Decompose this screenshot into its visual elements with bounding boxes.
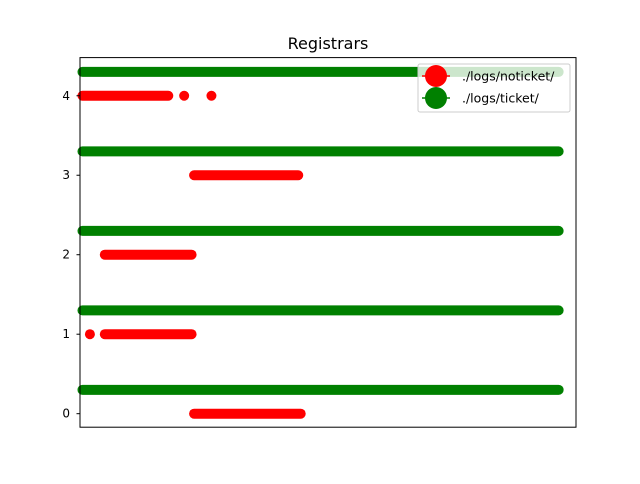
y-tick-label-1: 1 — [62, 327, 70, 341]
y-tick-label-0: 0 — [62, 407, 70, 421]
legend-box — [417, 63, 571, 113]
axes-frame — [79, 57, 577, 428]
y-tick-label-3: 3 — [62, 168, 70, 182]
series-0-point-1 — [206, 90, 217, 101]
y-axis: 0 1 2 3 4 — [62, 89, 80, 421]
y-tick-label-4: 4 — [62, 89, 70, 103]
y-tick-label-2: 2 — [62, 248, 70, 262]
legend-label-0: ./logs/noticket/ — [462, 69, 555, 84]
series-0-point-2 — [84, 329, 95, 340]
legend-marker-0 — [425, 65, 447, 87]
series-0-point-0 — [179, 90, 190, 101]
legend: ./logs/noticket/ ./logs/ticket/ — [417, 63, 571, 113]
legend-label-1: ./logs/ticket/ — [462, 91, 540, 106]
chart-title: Registrars — [288, 34, 369, 53]
legend-marker-1 — [425, 87, 447, 109]
